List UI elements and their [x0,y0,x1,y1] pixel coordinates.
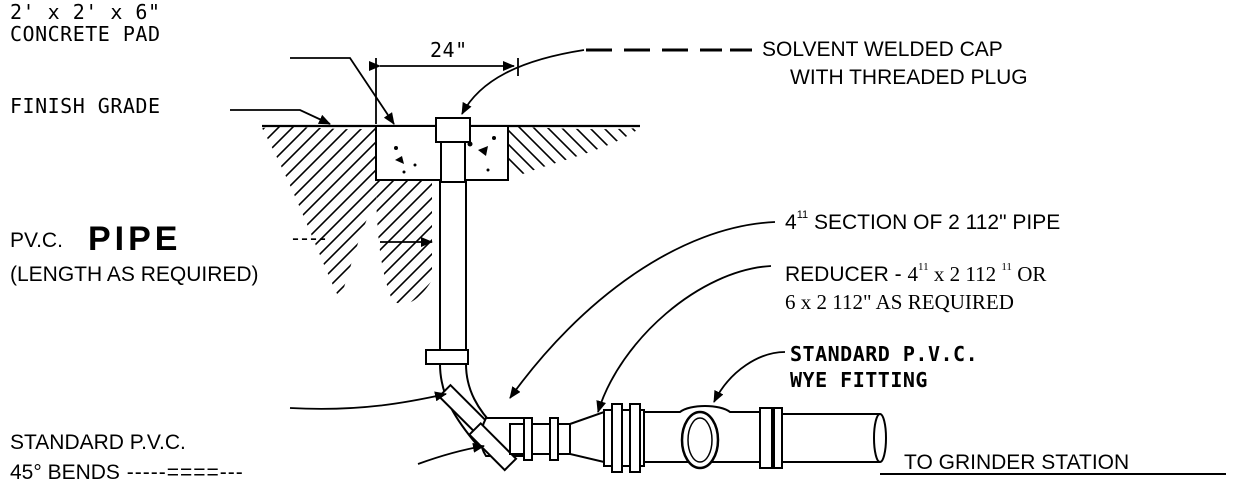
pipe-prefix-text: PV.C. [10,229,63,252]
dimension-24 [369,58,519,124]
reducer-d: OR [1011,262,1047,286]
bends-label-line1: STANDARD P.V.C. [10,431,186,454]
pad-size-label: 2' x 2' x 6" [10,0,161,24]
pipe-label-prefix: PV.C. [10,230,63,251]
riser-pipe [425,117,471,365]
leader-bend-2 [417,442,485,465]
dimension-label: 24" [430,38,468,62]
finish-grade-label: FINISH GRADE [10,94,161,118]
bend-fittings [437,363,531,472]
leader-cap [461,49,585,115]
reducer-a: REDUCER - [785,263,908,286]
reducer-sup1: 11 [918,261,929,273]
reducer-label-line2: 6 x 2 112" AS REQUIRED [785,290,1014,314]
horizontal-pipe-run [509,403,887,473]
wye-label-line1: STANDARD P.V.C. [790,342,979,366]
leader-finish-grade [230,109,331,125]
leader-section [509,221,776,399]
section-a: 4 [785,211,797,234]
leader-lines [230,48,1226,475]
pipe-label-big: PIPE [88,220,182,258]
cap-label-line2: WITH THREADED PLUG [790,66,1028,89]
reducer-sup2: 11 [1001,261,1012,273]
bends-text: 45° BENDS [10,461,120,484]
concrete-pad-label: CONCRETE PAD [10,22,161,46]
pipe-length-label: (LENGTH AS REQUIRED) [10,263,259,286]
reducer-c: x 2 112 [928,262,1002,286]
soil-hatch [262,124,640,304]
reducer-label-line1: REDUCER - 411 x 2 112 11 OR [785,261,1047,286]
grinder-label: TO GRINDER STATION [904,451,1130,474]
section-sup: 11 [796,209,809,221]
bends-label-line2: 45° BENDS -----====--- [10,462,244,483]
section-b: SECTION OF 2 112" PIPE [808,211,1061,234]
leader-bend-1 [289,391,447,410]
bends-dashes: -----====--- [119,461,244,484]
wye-label-line2: WYE FITTING [790,368,928,392]
section-label: 411 SECTION OF 2 112" PIPE [785,209,1061,234]
leader-wye [713,351,786,403]
cap-label-line1: SOLVENT WELDED CAP [762,38,1003,61]
reducer-b: 4 [907,262,919,286]
pipe-label-dashes: ---- [292,227,328,250]
leader-reducer [596,265,772,413]
leader-concrete-pad [290,57,395,125]
